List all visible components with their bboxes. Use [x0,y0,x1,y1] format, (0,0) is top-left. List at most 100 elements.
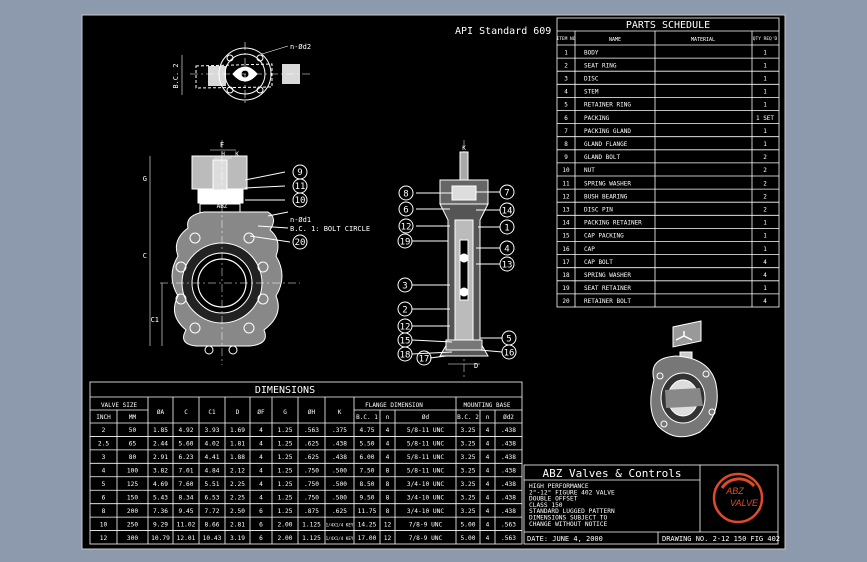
parts-row-qty: 1 [763,76,767,83]
parts-row-qty: 1 SET [756,115,774,122]
title-desc-line: 2"-12" FIGURE 402 VALVE [529,489,615,496]
parts-row-name: GLAND FLANGE [584,141,628,148]
parts-row-item: 1 [564,49,568,56]
parts-title: PARTS SCHEDULE [626,20,710,31]
parts-row-name: SEAT RING [584,62,617,69]
parts-row-qty: 1 [763,49,767,56]
parts-col-material: MATERIAL [691,37,715,43]
isometric-view [650,320,718,438]
drawing-number: DRAWING NO. 2-12 150 FIG 402 [662,535,780,543]
side-callout-right: 17 [419,355,430,365]
dims-cell: 5.50 [360,441,375,448]
dims-cell: 2.00 [278,521,293,528]
parts-row-item: 14 [562,220,570,227]
dims-cell: 8.50 [360,481,375,488]
title-desc-line: HIGH PERFORMANCE [529,483,589,490]
dims-cell: 3.19 [230,535,245,542]
parts-row-qty: 4 [763,272,767,279]
dims-cell: 3.25 [461,468,476,475]
dims-cell: .438 [332,454,347,461]
parts-row-name: BUSH BEARING [584,193,628,200]
dims-cell: 4.75 [360,427,375,434]
dims-cell: 5/8-11 UNC [407,468,445,475]
dims-cell: 5/8-11 UNC [407,454,445,461]
dims-cell: 200 [127,508,138,515]
parts-row-name: NUT [584,167,595,174]
dims-cell: 2.25 [230,481,245,488]
parts-row-qty: 1 [763,102,767,109]
dims-cell: 4 [486,535,490,542]
dims-col-header: K [338,409,342,416]
dims-cell: 3.25 [461,454,476,461]
title-desc-line: DOUBLE OFFSET [529,496,578,503]
side-callout-left: 19 [400,238,411,248]
dims-cell: 5 [102,481,106,488]
parts-row-qty: 2 [763,180,767,187]
dims-col-header: ØF [257,409,265,416]
top-view [181,42,310,104]
dims-cell: 12.01 [177,535,196,542]
dims-col-header: ØA [157,409,165,416]
dims-cell: 4 [259,427,263,434]
dims-cell: 1.25 [278,494,293,501]
dims-cell: 7.36 [153,508,168,515]
dims-cell: 50 [129,427,137,434]
dims-cell: 4 [486,481,490,488]
dims-cell: 2.50 [230,508,245,515]
parts-row-item: 8 [564,141,568,148]
dims-cell: 3.25 [461,441,476,448]
dims-cell: 1/4X1/4 KEY [326,522,354,527]
dims-cell: 11.75 [358,508,377,515]
parts-row-qty: 1 [763,141,767,148]
dims-col-header: n [386,414,390,421]
dims-col-header: C [184,409,188,416]
dims-cell: 1.125 [302,535,321,542]
dims-cell: 4 [102,468,106,475]
parts-row-name: DISC PIN [584,207,613,214]
dims-cell: 8 [386,508,390,515]
side-callout-left: 2 [402,306,407,316]
dims-cell: .563 [501,535,516,542]
dims-cell: .438 [501,427,516,434]
logo-text-bottom: VALVE [730,498,759,508]
front-label-c: C [143,252,147,260]
dims-cell: 1.25 [278,508,293,515]
dims-group-valve: VALVE SIZE [101,402,138,409]
parts-row-name: SEAT RETAINER [584,285,631,292]
dims-cell: 3.25 [461,481,476,488]
side-callout-right: 16 [504,349,515,359]
side-callout-right: 4 [504,245,509,255]
parts-row-qty: 4 [763,298,767,305]
side-callout-left: 6 [403,206,408,216]
parts-row-name: CAP BOLT [584,259,613,266]
front-label-k: K [235,151,239,158]
drawing-date: DATE: JUNE 4, 2000 [527,535,603,543]
dims-cell: .563 [304,427,319,434]
dims-cell: 4 [486,468,490,475]
side-callout-left: 18 [400,351,411,361]
dims-cell: 14.25 [358,521,377,528]
parts-row-item: 13 [562,207,570,214]
dims-cell: .750 [304,468,319,475]
dims-group-flange: FLANGE DIMENSION [365,402,423,409]
dims-cell: 7/8-9 UNC [409,521,443,528]
dims-cell: 11.02 [177,521,196,528]
title-desc-line: DIMENSIONS SUBJECT TO [529,515,608,522]
side-callout-left: 12 [400,323,411,333]
title-desc-line: STANDARD LUGGED PATTERN [529,508,615,515]
parts-row-name: GLAND BOLT [584,154,621,161]
parts-row-item: 18 [562,272,570,279]
dims-cell: 7.50 [360,468,375,475]
front-label-h: H [221,151,225,158]
dims-cell: .438 [501,441,516,448]
dims-cell: 1/4X1/4 KEY [326,536,354,541]
dims-cell: 4 [386,441,390,448]
dims-cell: .438 [501,494,516,501]
parts-row-item: 9 [564,154,568,161]
dims-cell: 1.125 [302,521,321,528]
dims-cell: 4 [486,427,490,434]
front-label-f: F [220,141,224,149]
dims-cell: 5.60 [179,441,194,448]
dims-cell: .438 [501,481,516,488]
